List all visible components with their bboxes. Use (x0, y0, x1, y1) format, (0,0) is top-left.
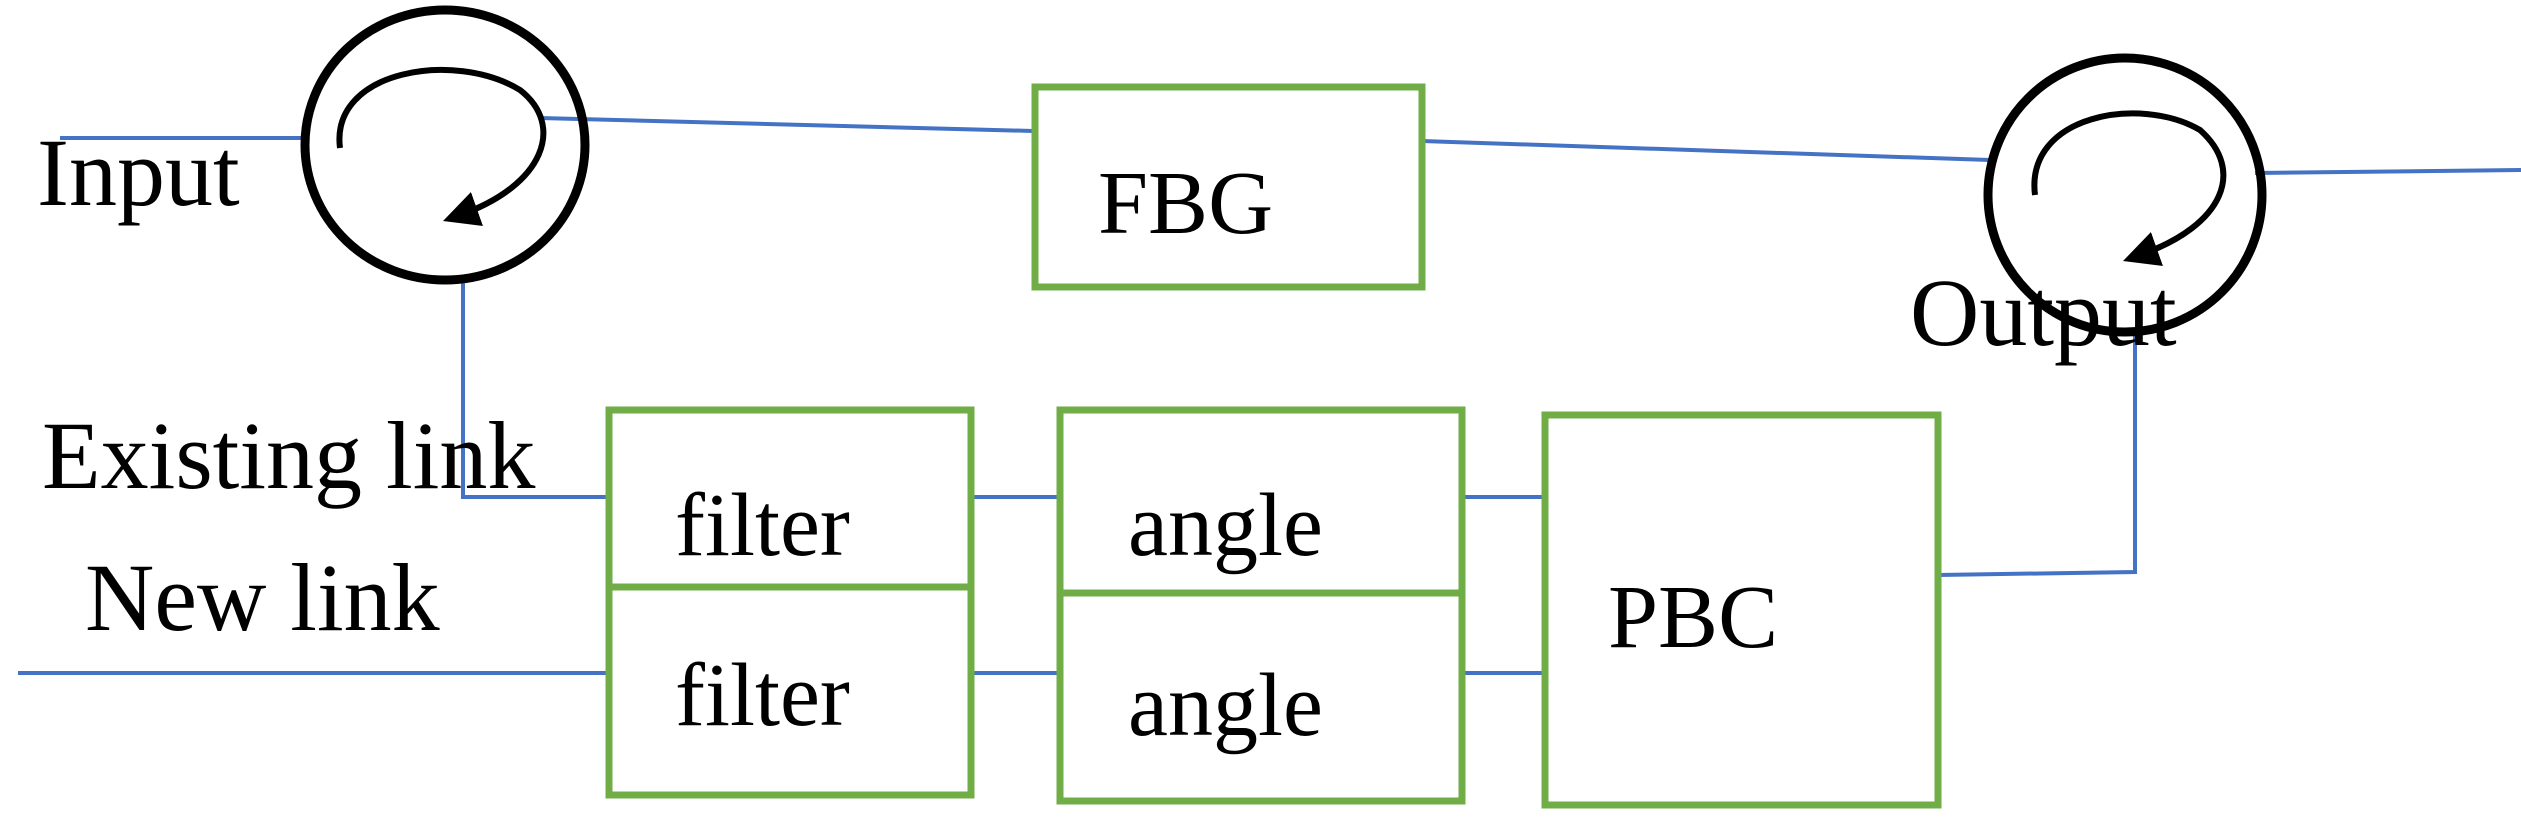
fbg-block (1031, 83, 1426, 291)
output-circulator (1983, 53, 2267, 337)
input-circulator (300, 5, 590, 285)
port-labels: Input Output Existing link New link (37, 119, 2177, 651)
filter-label-top: filter (675, 476, 850, 575)
block-labels: FBG filter filter angle angle PBC (675, 154, 1778, 755)
output-label: Output (1910, 259, 2177, 366)
blocks (605, 83, 1942, 809)
output-circulator-ring (1983, 53, 2267, 337)
angle-block-top (1056, 406, 1466, 597)
output-fiber (2254, 168, 2521, 175)
pbc-label: PBC (1608, 568, 1778, 667)
new-link-label: New link (85, 544, 440, 651)
angle-block-bottom (1056, 589, 1466, 805)
existing-link-fiber (461, 282, 609, 499)
filter-block-bottom (605, 583, 975, 799)
output-circulator-arrow-icon (2031, 110, 2227, 266)
input-circulator-arrow-icon (336, 66, 547, 226)
input-label: Input (37, 119, 240, 226)
pbc-block (1541, 411, 1942, 809)
fbg-label: FBG (1098, 154, 1273, 253)
angle-label-top: angle (1128, 476, 1323, 575)
fbg-to-output-circulator-fiber (1421, 139, 1991, 162)
filter-label-bottom: filter (675, 646, 850, 745)
angle-label-bottom: angle (1128, 656, 1323, 755)
existing-link-label: Existing link (42, 402, 535, 509)
pbc-to-output-fiber (1937, 330, 2137, 577)
circulator-to-fbg-fiber (539, 116, 1034, 133)
input-circulator-ring (300, 5, 590, 285)
fiber-lines (18, 116, 2521, 675)
